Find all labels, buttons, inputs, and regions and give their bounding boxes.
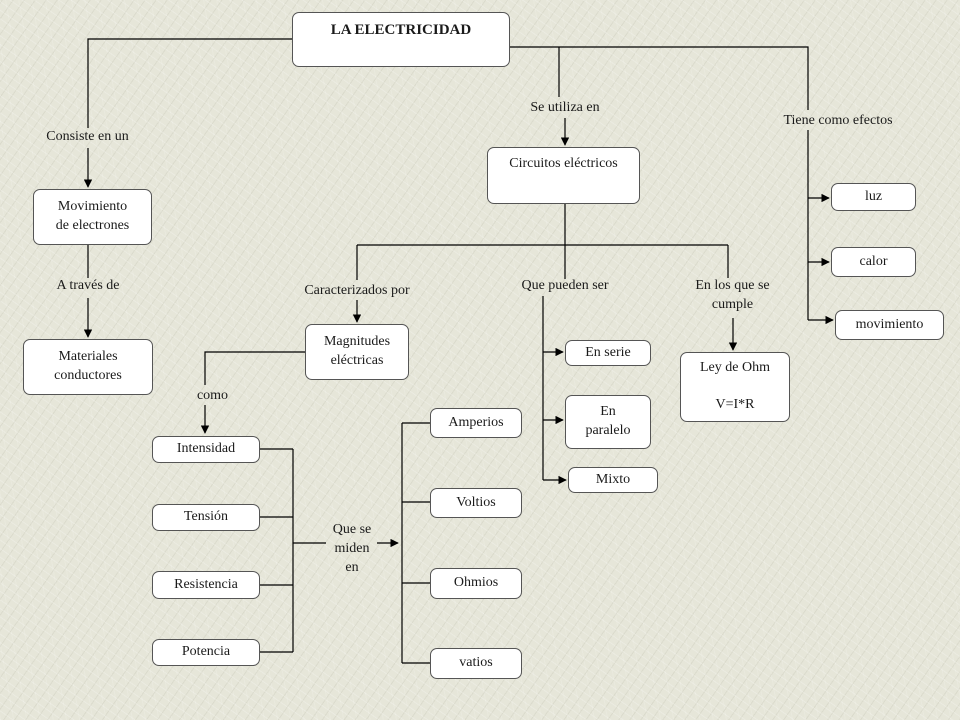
node-resistencia: Resistencia xyxy=(152,571,260,599)
title-box: LA ELECTRICIDAD xyxy=(292,12,510,67)
label-como: como xyxy=(196,388,229,403)
node-calor: calor xyxy=(831,247,916,277)
label-que-pueden-ser: Que pueden ser xyxy=(521,278,609,293)
node-en-serie: En serie xyxy=(565,340,651,366)
node-luz: luz xyxy=(831,183,916,211)
node-circuitos-electricos: Circuitos eléctricos xyxy=(487,147,640,204)
label-consiste-en-un: Consiste en un xyxy=(46,129,129,144)
node-ohmios: Ohmios xyxy=(430,568,522,599)
label-caracterizados-por: Caracterizados por xyxy=(304,283,410,298)
node-potencia: Potencia xyxy=(152,639,260,666)
node-amperios: Amperios xyxy=(430,408,522,438)
label-que-se-miden-en: Que se miden en xyxy=(332,522,372,575)
node-movimiento-electrones: Movimiento de electrones xyxy=(33,189,152,245)
node-voltios: Voltios xyxy=(430,488,522,518)
node-vatios: vatios xyxy=(430,648,522,679)
node-intensidad: Intensidad xyxy=(152,436,260,463)
node-materiales-conductores: Materiales conductores xyxy=(23,339,153,395)
node-movimiento: movimiento xyxy=(835,310,944,340)
label-en-los-que-se-cumple: En los que se cumple xyxy=(695,278,770,312)
node-tension: Tensión xyxy=(152,504,260,531)
label-a-traves-de: A través de xyxy=(56,278,120,293)
node-magnitudes-electricas: Magnitudes eléctricas xyxy=(305,324,409,380)
node-mixto: Mixto xyxy=(568,467,658,493)
label-tiene-como-efectos: Tiene como efectos xyxy=(783,113,893,128)
label-se-utiliza-en: Se utiliza en xyxy=(530,100,600,115)
node-en-paralelo: En paralelo xyxy=(565,395,651,449)
node-ley-de-ohm: Ley de Ohm V=I*R xyxy=(680,352,790,422)
